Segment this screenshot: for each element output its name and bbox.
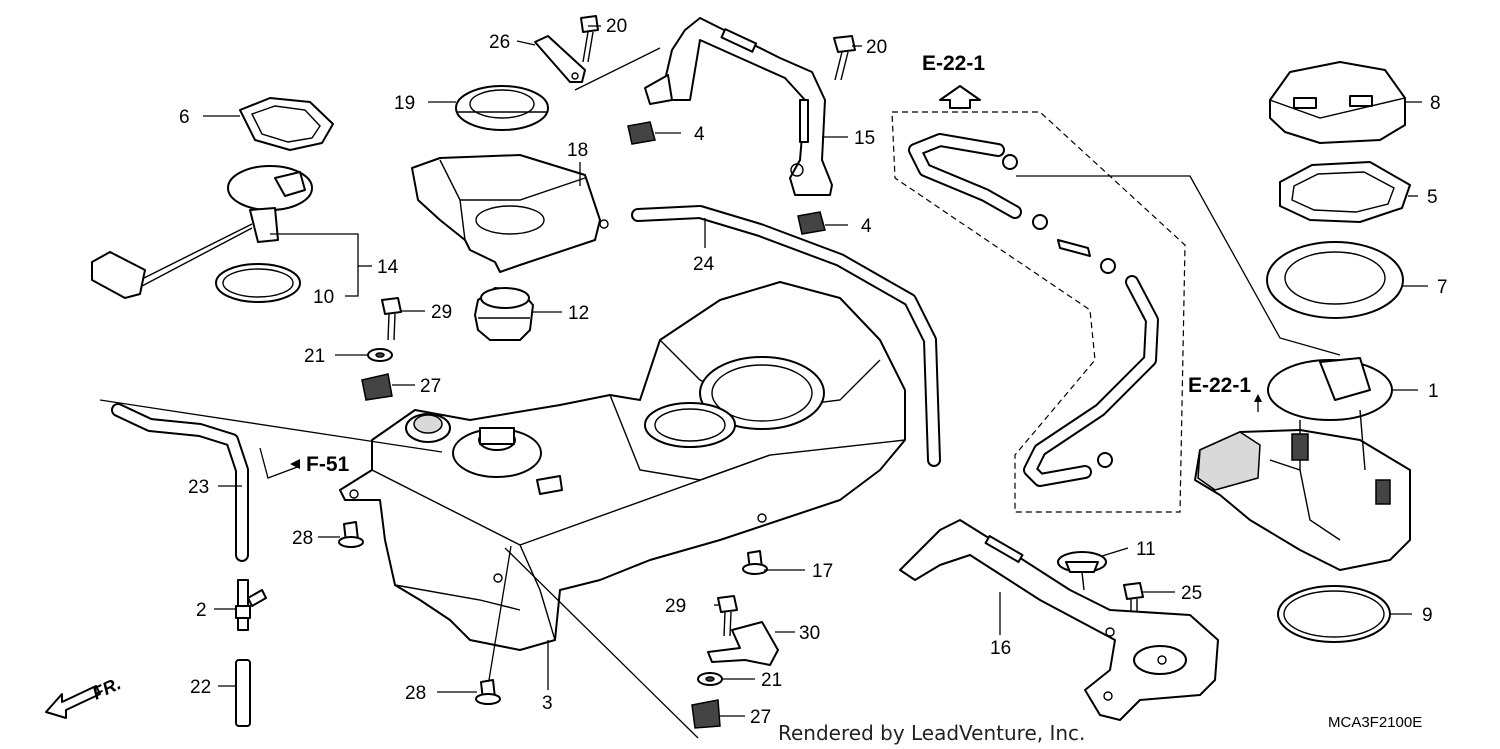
ref-f51[interactable]: F-51 — [306, 453, 350, 476]
callout-24: 24 — [693, 254, 715, 275]
callout-27-lower: 27 — [750, 707, 771, 728]
arrow-f51 — [290, 459, 300, 469]
washer-21-upper[interactable] — [367, 348, 393, 362]
breather-tube[interactable] — [111, 403, 249, 562]
callout-12: 12 — [568, 303, 589, 324]
pump-o-ring[interactable] — [1277, 585, 1391, 643]
clamp-bracket[interactable] — [534, 35, 586, 83]
callout-10: 10 — [313, 287, 334, 308]
front-arrow — [45, 685, 101, 719]
callout-14: 14 — [377, 257, 399, 278]
lock-ring[interactable] — [455, 85, 549, 131]
fuel-tank[interactable] — [339, 281, 906, 651]
callout-20-left: 20 — [606, 16, 627, 37]
callout-25: 25 — [1181, 583, 1202, 604]
collar-28-lower[interactable] — [475, 679, 501, 705]
fuel-level-sender[interactable] — [91, 165, 313, 299]
callout-4-upper: 4 — [694, 124, 705, 145]
ref-e22-top[interactable]: E-22-1 — [922, 52, 985, 75]
callout-27-upper: 27 — [420, 376, 441, 397]
callout-5: 5 — [1427, 187, 1438, 208]
callout-21-upper: 21 — [304, 346, 325, 367]
collar-17[interactable] — [742, 550, 768, 575]
bolt-20-left[interactable] — [580, 15, 599, 63]
pump-stay-bracket[interactable] — [899, 519, 1219, 721]
callout-20-right: 20 — [866, 37, 887, 58]
pressure-regulator[interactable] — [1057, 551, 1107, 591]
callout-18: 18 — [567, 140, 588, 161]
callout-28-upper: 28 — [292, 528, 313, 549]
pump-cover-plate[interactable] — [1269, 61, 1406, 144]
arrow-e22-top — [939, 85, 981, 109]
fuel-cap[interactable] — [474, 287, 534, 341]
callout-8: 8 — [1430, 93, 1441, 114]
arrow-e22-right — [1254, 394, 1262, 412]
washer-21-lower[interactable] — [697, 672, 723, 686]
callout-7: 7 — [1437, 277, 1448, 298]
bolt-20-right[interactable] — [833, 35, 856, 81]
ref-e22-right[interactable]: E-22-1 — [1188, 374, 1251, 397]
callout-23: 23 — [188, 477, 209, 498]
callout-19: 19 — [394, 93, 415, 114]
callout-9: 9 — [1422, 605, 1433, 626]
pump-lock-ring[interactable] — [1266, 241, 1404, 319]
cushion-27-lower[interactable] — [691, 699, 721, 729]
diagram-code: MCA3F2100E — [1328, 714, 1422, 731]
vent-hose[interactable] — [631, 205, 941, 467]
grommet-4-lower[interactable] — [797, 211, 826, 235]
callout-6: 6 — [179, 107, 190, 128]
callout-29-upper: 29 — [431, 302, 452, 323]
callout-29-lower: 29 — [665, 596, 686, 617]
fuel-line-group — [891, 111, 1186, 513]
cushion-27-upper[interactable] — [361, 373, 393, 401]
leader-lines — [99, 25, 1428, 739]
callout-1: 1 — [1428, 381, 1439, 402]
sender-plate-gasket[interactable] — [239, 97, 334, 151]
tank-strap[interactable] — [644, 17, 833, 196]
callout-26: 26 — [489, 32, 510, 53]
callout-16: 16 — [990, 638, 1011, 659]
callout-15: 15 — [854, 128, 875, 149]
sender-o-ring[interactable] — [215, 263, 301, 303]
pump-plate-gasket[interactable] — [1279, 161, 1411, 223]
fuel-pump-assembly[interactable] — [1194, 357, 1411, 571]
grommet-4-upper[interactable] — [627, 121, 656, 145]
callout-11: 11 — [1136, 539, 1156, 560]
harness-clip[interactable] — [707, 621, 779, 666]
bolt-29-upper[interactable] — [381, 297, 402, 341]
callout-28-lower: 28 — [405, 683, 426, 704]
drain-tube[interactable] — [235, 659, 251, 727]
callout-22: 22 — [190, 677, 211, 698]
callout-3: 3 — [542, 693, 553, 714]
callout-30: 30 — [799, 623, 820, 644]
callout-2: 2 — [196, 600, 207, 621]
bolt-29-lower[interactable] — [717, 595, 738, 637]
callout-17: 17 — [812, 561, 833, 582]
front-marker-label: FR. — [89, 673, 124, 703]
collar-28-upper[interactable] — [338, 521, 364, 548]
watermark-text: Rendered by LeadVenture, Inc. — [778, 721, 1085, 745]
tube-joint[interactable] — [235, 579, 267, 631]
callout-4-lower: 4 — [861, 216, 872, 237]
callout-21-lower: 21 — [761, 670, 782, 691]
heat-shield[interactable] — [411, 154, 609, 273]
